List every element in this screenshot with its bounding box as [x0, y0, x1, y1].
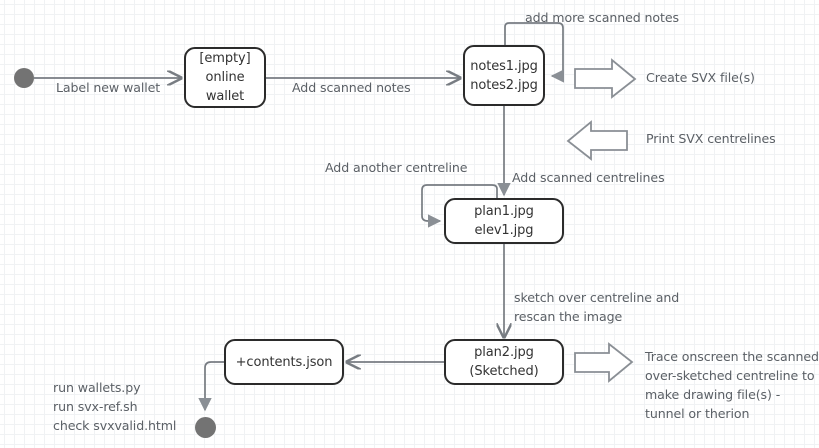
node-online-wallet-line-3: wallet: [205, 89, 245, 104]
edge-label-add-scanned-centrelines: Add scanned centrelines: [512, 170, 665, 185]
block-arrow-create-svx: [574, 58, 637, 99]
node-notes[interactable]: notes1.jpg notes2.jpg: [463, 45, 545, 106]
annotation-run-command-1: run wallets.py: [53, 380, 141, 395]
annotation-create-svx: Create SVX file(s): [646, 70, 755, 85]
node-plan2-line-2: (Sketched): [469, 364, 539, 379]
start-node[interactable]: [14, 68, 34, 88]
node-contents-json[interactable]: +contents.json: [224, 339, 344, 385]
annotation-trace-onscreen-line-3: make drawing file(s) -: [645, 387, 781, 402]
end-node[interactable]: [195, 417, 216, 438]
edge-contents-to-end: [198, 361, 224, 412]
block-arrow-trace-onscreen: [574, 342, 634, 383]
node-plan1-line-2: elev1.jpg: [474, 223, 534, 238]
node-notes-line-2: notes2.jpg: [470, 77, 538, 93]
annotation-trace-onscreen-line-1: Trace onscreen the scanned: [645, 349, 819, 364]
edge-label-sketch-over-centreline-line-1: sketch over centreline and: [514, 290, 680, 305]
edge-label-label-new-wallet: Label new wallet: [56, 80, 161, 95]
node-plan1[interactable]: plan1.jpg elev1.jpg: [444, 198, 564, 244]
annotation-print-svx: Print SVX centrelines: [646, 131, 776, 146]
annotation-run-command-2: run svx-ref.sh: [53, 399, 138, 414]
node-contents-json-label: +contents.json: [235, 354, 333, 370]
node-online-wallet[interactable]: [empty] online wallet: [184, 47, 266, 108]
node-plan2[interactable]: plan2.jpg (Sketched): [444, 339, 564, 385]
node-notes-line-1: notes1.jpg: [470, 58, 538, 74]
edge-label-sketch-over-centreline-line-2: rescan the image: [514, 309, 623, 324]
annotation-trace-onscreen-line-2: over-sketched centreline to: [645, 368, 815, 383]
block-arrow-print-svx: [566, 120, 628, 161]
edge-label-add-more-scanned-notes: add more scanned notes: [525, 10, 679, 25]
node-plan1-line-1: plan1.jpg: [474, 204, 534, 219]
annotation-run-command-3: check svxvalid.html: [53, 418, 177, 433]
node-online-wallet-line-2: online: [205, 70, 245, 85]
edge-label-add-scanned-notes: Add scanned notes: [292, 80, 411, 95]
edge-label-add-another-centreline: Add another centreline: [325, 160, 468, 175]
node-online-wallet-line-1: [empty]: [199, 51, 251, 66]
annotation-trace-onscreen-line-4: tunnel or therion: [645, 406, 750, 421]
node-plan2-line-1: plan2.jpg: [474, 345, 534, 360]
